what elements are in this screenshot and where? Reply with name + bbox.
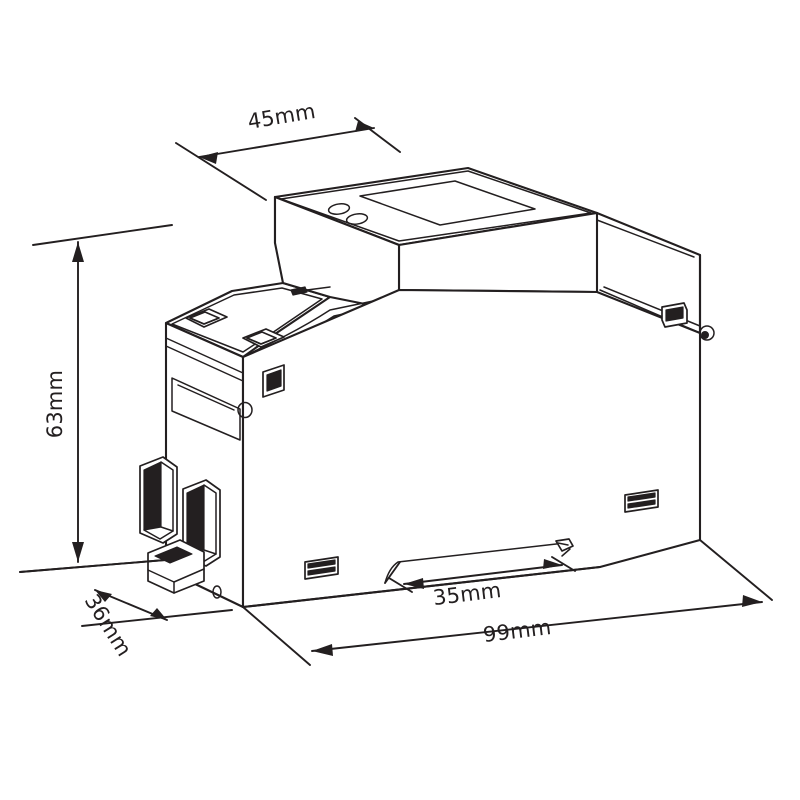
- ext-tick-35mm-right: [551, 556, 576, 572]
- arrow-36mm-end: [150, 608, 167, 620]
- left-face-recess-groove: [171, 377, 241, 441]
- left-face-recess-groove-inner: [177, 384, 235, 411]
- din-rail-groove-outline: [384, 542, 566, 584]
- recessed-square-two: [242, 328, 285, 348]
- main-body-front-face: [241, 288, 702, 609]
- ext-line-63mm-top: [32, 224, 173, 246]
- dim-label-99mm: 99mm: [482, 615, 553, 647]
- arrow-45mm-left: [199, 152, 218, 164]
- arrow-63mm-bottom: [72, 542, 84, 562]
- terminal-block-top-inner: [171, 287, 323, 353]
- screw-hole-right-center: [700, 331, 709, 340]
- ext-line-45mm-left: [175, 142, 267, 201]
- recessed-square-one: [185, 308, 228, 328]
- ext-line-35mm-left: [384, 561, 401, 584]
- arrow-36mm-start: [95, 590, 112, 602]
- din-rail-release-latch[interactable]: [147, 539, 205, 594]
- ext-line-36mm-top: [19, 559, 166, 573]
- dim-label-45mm: 45mm: [246, 99, 317, 134]
- surface-details: [139, 286, 715, 599]
- terminal-block-left-lip-2: [165, 345, 244, 382]
- arrow-35mm-right: [543, 559, 562, 569]
- ext-line-99mm-left: [242, 606, 311, 666]
- vent-slot-front-right: [624, 489, 659, 513]
- button-one-icon[interactable]: [327, 202, 351, 215]
- dim-line-45mm: [198, 127, 375, 158]
- terminal-opening-two: [182, 479, 221, 567]
- dim-label-63mm: 63mm: [43, 370, 67, 438]
- dim-line-99mm: [311, 601, 763, 652]
- ext-line-36mm-bottom: [81, 609, 233, 627]
- arrow-45mm-right: [355, 121, 374, 132]
- lcd-display-window: [359, 180, 536, 226]
- shoulder-sloped-face: [273, 195, 401, 309]
- button-two-icon[interactable]: [345, 212, 369, 225]
- vent-slot-front-left: [304, 556, 339, 580]
- ext-tick-35mm-left: [388, 577, 413, 593]
- dim-line-35mm: [403, 564, 563, 585]
- screw-hole-right: [699, 325, 715, 341]
- arrow-63mm-top: [72, 242, 84, 262]
- terminal-opening-one: [139, 456, 178, 544]
- main-body-right-shoulder: [599, 289, 701, 334]
- arrow-99mm-left: [312, 644, 333, 656]
- product-body: [164, 166, 702, 609]
- din-groove-clip-tab-line: [557, 542, 569, 546]
- vent-slot-shoulder: [262, 364, 285, 398]
- arrow-35mm-left: [404, 578, 424, 589]
- screw-hole-bottom-left: [212, 585, 222, 599]
- terminal-block-left-lip: [165, 337, 244, 374]
- shoulder-fillet-line-1: [242, 299, 379, 358]
- ext-line-99mm-right: [699, 539, 773, 601]
- screw-hole-shoulder: [237, 401, 253, 419]
- vent-slot-right-shoulder: [661, 302, 688, 328]
- main-body-top-right-edge-inner: [596, 219, 695, 258]
- arrow-99mm-right: [742, 595, 762, 607]
- shoulder-small-slot: [290, 286, 331, 296]
